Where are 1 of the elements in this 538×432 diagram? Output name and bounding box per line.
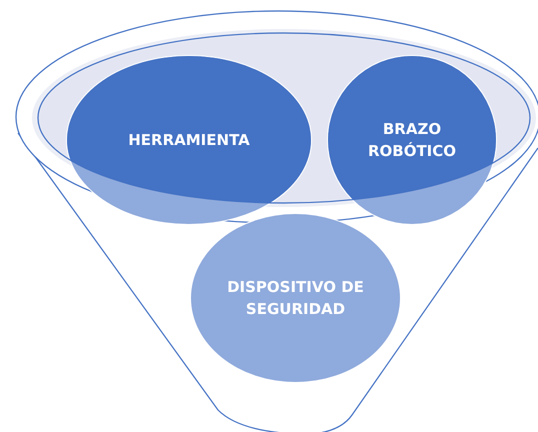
circle-node: DISPOSITIVO DE SEGURIDAD [190, 213, 401, 383]
